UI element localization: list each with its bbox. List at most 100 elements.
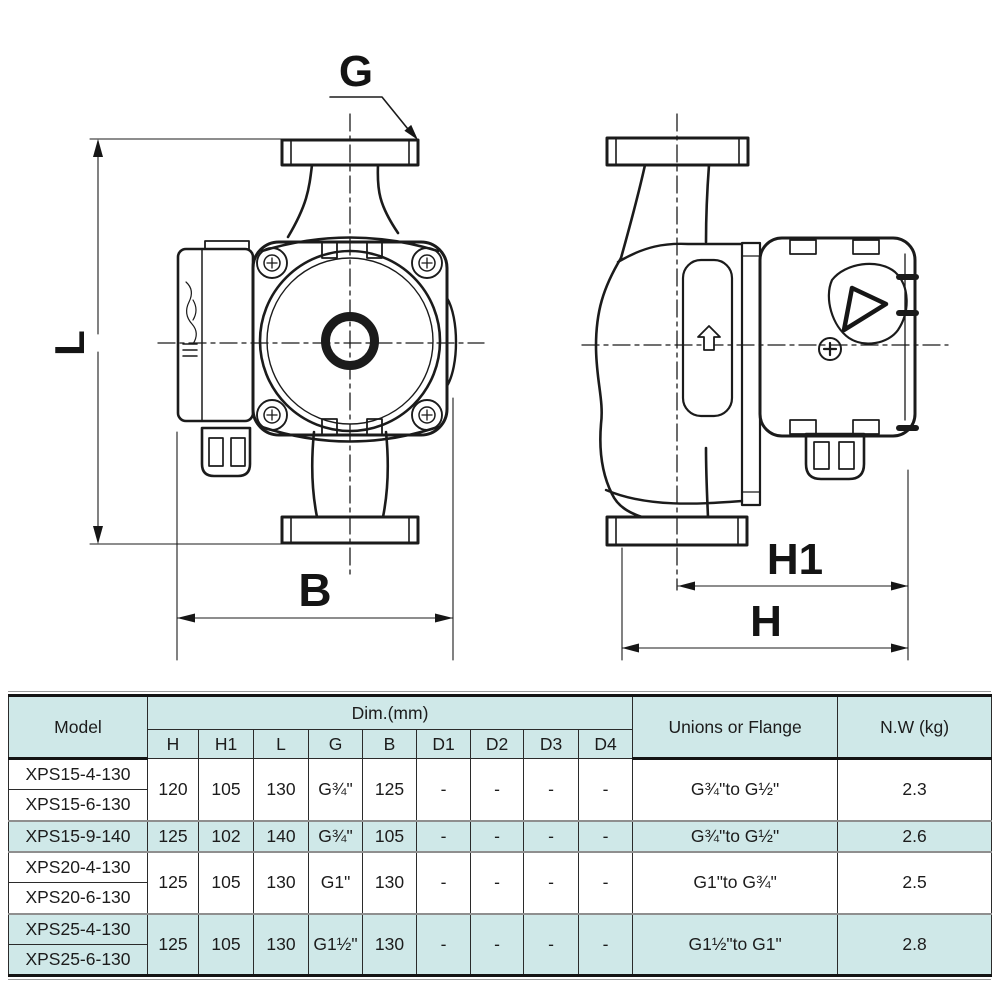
dim-d1-cell: - bbox=[416, 819, 471, 852]
col-header-d2: D2 bbox=[470, 729, 524, 759]
dim-d4-cell: - bbox=[577, 850, 634, 914]
dim-b-cell: 105 bbox=[362, 819, 417, 852]
motor-housing bbox=[758, 236, 919, 438]
dim-B bbox=[176, 397, 454, 661]
dim-d1-cell: - bbox=[416, 912, 471, 976]
unions-cell: G1"to G¾" bbox=[632, 850, 839, 914]
flow-direction-arrow-icon bbox=[697, 325, 721, 351]
model-cell: XPS25-4-130 bbox=[8, 912, 148, 945]
dim-label-L: L bbox=[46, 330, 93, 356]
dim-d3-cell: - bbox=[523, 850, 579, 914]
dim-d1-cell: - bbox=[416, 758, 471, 821]
dim-d2-cell: - bbox=[470, 850, 524, 914]
dim-d3-cell: - bbox=[523, 758, 579, 821]
model-cell: XPS15-4-130 bbox=[8, 758, 148, 790]
dim-b-cell: 125 bbox=[362, 758, 417, 821]
dim-d4-cell: - bbox=[577, 912, 634, 976]
table-row: XPS20-4-130 125 105 130 G1" 130 - - - - … bbox=[8, 850, 993, 914]
dim-h-cell: 120 bbox=[147, 758, 199, 821]
body-right-bulge bbox=[445, 296, 458, 388]
dim-label-B: B bbox=[298, 564, 331, 616]
unions-cell: G1½"to G1" bbox=[632, 912, 839, 976]
bottom-flange bbox=[280, 515, 420, 545]
col-header-h: H bbox=[147, 729, 199, 759]
shaft-ring bbox=[321, 312, 379, 370]
dim-d2-cell: - bbox=[470, 912, 524, 976]
screw-icon bbox=[818, 337, 842, 361]
model-cell: XPS15-6-130 bbox=[8, 789, 148, 821]
net-weight-cell: 2.6 bbox=[837, 819, 993, 852]
table-row: XPS15-4-130 120 105 130 G¾" 125 - - - - … bbox=[8, 758, 993, 821]
arrowhead bbox=[678, 581, 695, 591]
dim-label-H1: H1 bbox=[767, 535, 823, 584]
model-cell: XPS25-6-130 bbox=[8, 944, 148, 976]
col-header-l: L bbox=[253, 729, 309, 759]
dim-G-leader bbox=[329, 96, 418, 140]
spec-table-container: Model Dim.(mm) Unions or Flange N.W (kg)… bbox=[8, 691, 993, 980]
dim-d3-cell: - bbox=[523, 912, 579, 976]
knob-pointer bbox=[841, 285, 889, 333]
corner-screws bbox=[256, 247, 443, 431]
dim-d1-cell: - bbox=[416, 850, 471, 914]
adapter-plate bbox=[740, 241, 762, 507]
dim-d2-cell: - bbox=[470, 758, 524, 821]
dim-g-cell: G¾" bbox=[308, 819, 363, 852]
dim-H bbox=[621, 547, 909, 661]
dim-l-cell: 130 bbox=[253, 850, 309, 914]
bottom-flange bbox=[605, 515, 749, 547]
top-flange bbox=[605, 136, 750, 167]
dim-b-cell: 130 bbox=[362, 912, 417, 976]
pump-side-view: H1 H bbox=[581, 113, 949, 661]
arrowhead bbox=[891, 643, 908, 653]
table-row: XPS25-4-130 125 105 130 G1½" 130 - - - -… bbox=[8, 912, 993, 976]
col-header-g: G bbox=[308, 729, 363, 759]
body-top-arch bbox=[260, 236, 440, 253]
col-header-model: Model bbox=[8, 695, 148, 760]
col-header-unions: Unions or Flange bbox=[632, 695, 839, 760]
dim-h1-cell: 102 bbox=[198, 819, 254, 852]
pump-dimensional-drawing: G L B bbox=[46, 47, 949, 661]
arrowhead bbox=[177, 613, 195, 623]
dim-d2-cell: - bbox=[470, 819, 524, 852]
unions-cell: G¾"to G½" bbox=[632, 758, 839, 821]
terminal-box bbox=[176, 240, 255, 423]
col-header-d4: D4 bbox=[577, 729, 634, 759]
dim-l-cell: 130 bbox=[253, 912, 309, 976]
dim-b-cell: 130 bbox=[362, 850, 417, 914]
arrowhead bbox=[435, 613, 453, 623]
dim-label-H: H bbox=[750, 597, 782, 646]
cable-connector bbox=[200, 426, 252, 478]
dim-h1-cell: 105 bbox=[198, 850, 254, 914]
body-top-arch bbox=[616, 242, 744, 264]
dim-d4-cell: - bbox=[577, 819, 634, 852]
dim-g-cell: G¾" bbox=[308, 758, 363, 821]
pump-face-circles bbox=[258, 249, 442, 433]
nameplate-squiggle bbox=[185, 281, 197, 345]
volute-left-profile bbox=[594, 256, 644, 519]
net-weight-cell: 2.8 bbox=[837, 912, 993, 976]
dim-L bbox=[89, 138, 288, 545]
model-cell: XPS20-6-130 bbox=[8, 882, 148, 914]
arrowhead bbox=[622, 643, 639, 653]
net-weight-cell: 2.3 bbox=[837, 758, 993, 821]
body-bottom-arch bbox=[260, 425, 440, 443]
housing-end-cap bbox=[681, 258, 734, 418]
model-cell: XPS15-9-140 bbox=[8, 819, 148, 852]
net-weight-cell: 2.5 bbox=[837, 850, 993, 914]
terminal-block bbox=[804, 432, 866, 481]
spec-table: Model Dim.(mm) Unions or Flange N.W (kg)… bbox=[8, 694, 993, 977]
col-header-h1: H1 bbox=[198, 729, 254, 759]
dim-d3-cell: - bbox=[523, 819, 579, 852]
col-header-dim-group: Dim.(mm) bbox=[146, 695, 634, 730]
dim-h-cell: 125 bbox=[147, 912, 199, 976]
dim-l-cell: 140 bbox=[253, 819, 309, 852]
col-header-d1: D1 bbox=[416, 729, 471, 759]
arrowhead bbox=[93, 139, 103, 157]
dim-h1-cell: 105 bbox=[198, 912, 254, 976]
dim-g-cell: G1" bbox=[308, 850, 363, 914]
col-header-net-weight: N.W (kg) bbox=[837, 695, 993, 760]
dim-l-cell: 130 bbox=[253, 758, 309, 821]
dim-h1-cell: 105 bbox=[198, 758, 254, 821]
dim-h-cell: 125 bbox=[147, 819, 199, 852]
